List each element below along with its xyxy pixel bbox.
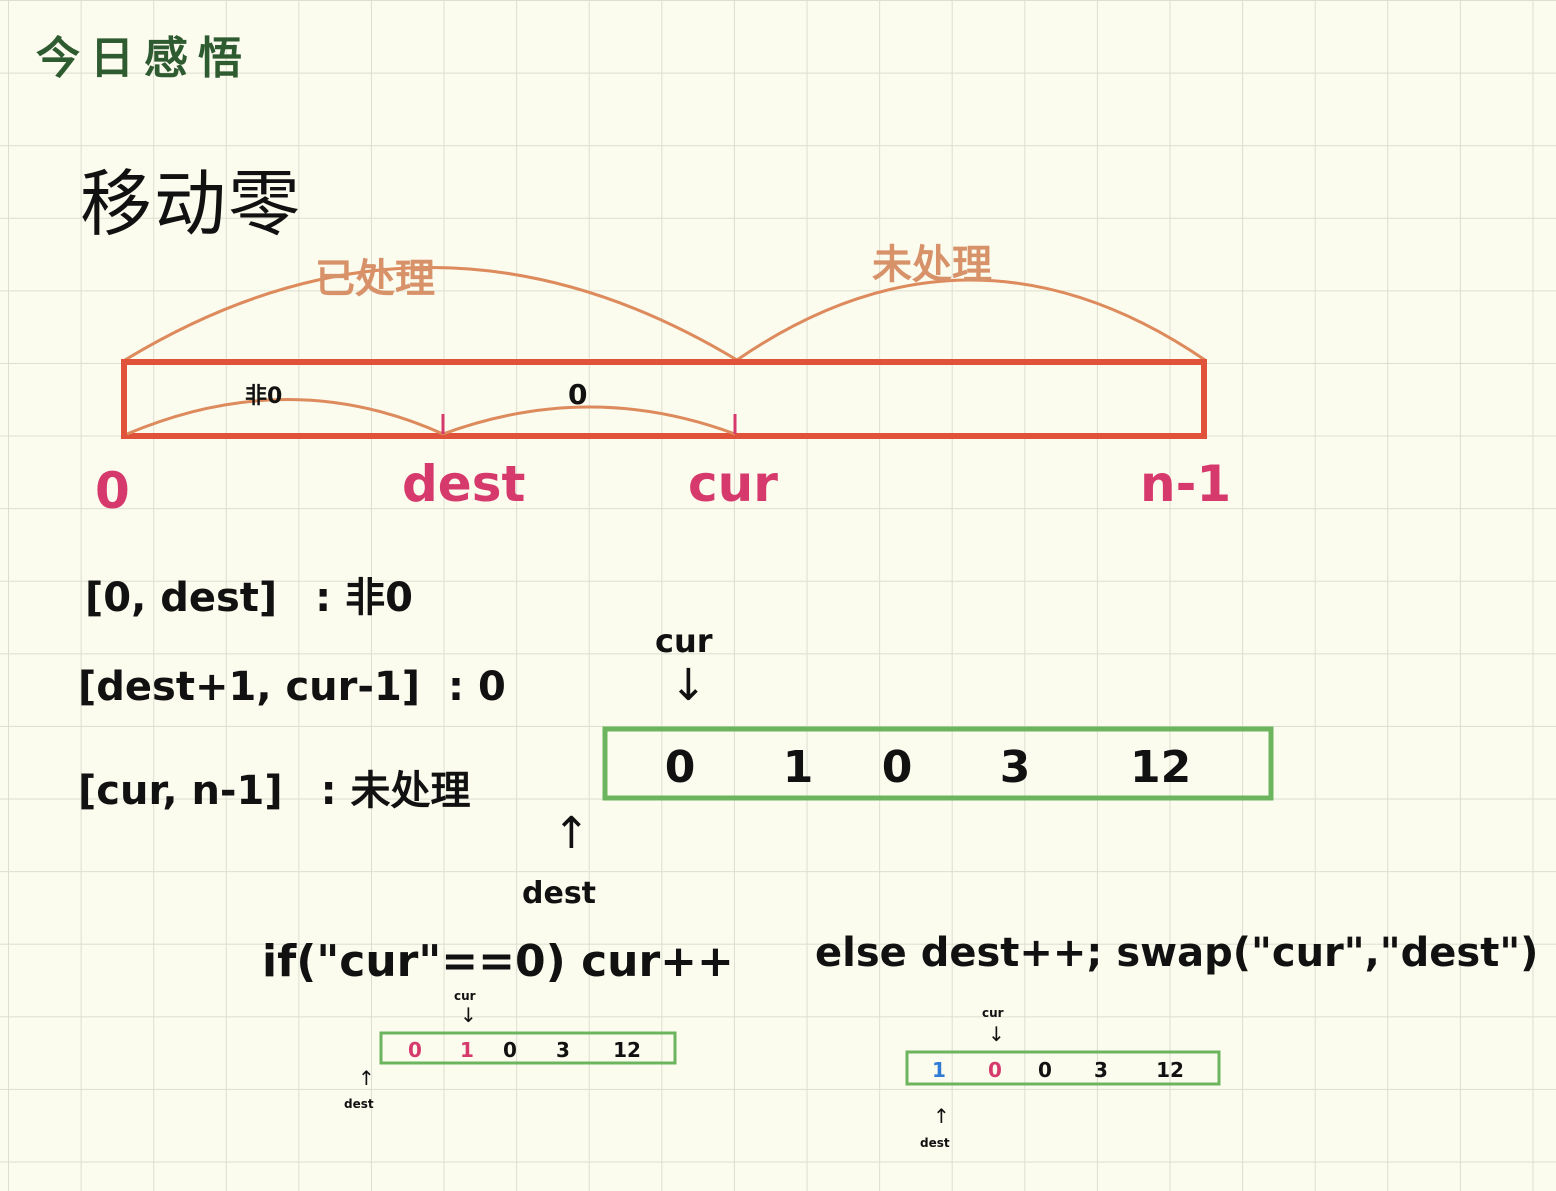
range-expression: [cur, n-1]	[78, 768, 283, 814]
main-dest-pointer-label: dest	[522, 876, 597, 911]
range-item: [0, dest] : 非0	[85, 565, 413, 623]
example-if-dest-label: dest	[344, 1097, 374, 1111]
down-arrow-icon: ↓	[670, 660, 707, 711]
array-cell: 0	[881, 742, 913, 793]
range-expression: [dest+1, cur-1]	[78, 664, 421, 710]
array-cell: 1	[782, 742, 814, 793]
range-expression: [0, dest]	[85, 575, 278, 621]
example-else-dest-label: dest	[920, 1136, 950, 1150]
up-arrow-icon: ↑	[358, 1066, 375, 1090]
down-arrow-icon: ↓	[988, 1022, 1005, 1046]
example-if-cur-label: cur	[454, 989, 476, 1003]
array-cell: 12	[1130, 742, 1192, 793]
processed-label: 已处理	[315, 256, 435, 302]
axis-start-label: 0	[95, 462, 130, 520]
example-else-cell: 0	[988, 1058, 1002, 1082]
axis-cur-label: cur	[688, 455, 778, 513]
example-if-cell: 12	[613, 1038, 641, 1062]
example-if-cell: 3	[556, 1038, 570, 1062]
example-if-cell: 0	[503, 1038, 517, 1062]
example-else-cell: 1	[932, 1058, 946, 1082]
if-branch-code: if("cur"==0) cur++	[262, 936, 734, 987]
array-cell: 3	[999, 742, 1031, 793]
example-else-cur-label: cur	[982, 1006, 1004, 1020]
up-arrow-icon: ↑	[553, 808, 590, 859]
range-item: [dest+1, cur-1] : 0	[78, 664, 506, 710]
axis-dest-label: dest	[402, 455, 526, 513]
processed-arc	[124, 266, 738, 362]
array-cell: 0	[664, 742, 696, 793]
topic-title: 移动零	[80, 162, 303, 246]
range-meaning: : 非0	[315, 575, 413, 621]
page-title: 今日感悟	[36, 33, 252, 84]
example-else-cell: 0	[1038, 1058, 1052, 1082]
else-branch-code: else dest++; swap("cur","dest")	[815, 930, 1539, 976]
up-arrow-icon: ↑	[933, 1104, 950, 1128]
non-zero-label: 非0	[245, 384, 283, 409]
unprocessed-arc	[736, 278, 1206, 362]
example-else-cell: 12	[1156, 1058, 1184, 1082]
example-else-array-box	[905, 1050, 1221, 1086]
main-range-box	[121, 359, 1207, 439]
zero-label: 0	[568, 378, 588, 411]
example-if-cell: 1	[460, 1038, 474, 1062]
axis-end-label: n-1	[1140, 455, 1232, 513]
unprocessed-label: 未处理	[872, 242, 992, 288]
non-zero-arc	[126, 398, 444, 436]
example-if-cell: 0	[408, 1038, 422, 1062]
range-item: [cur, n-1] : 未处理	[78, 758, 471, 816]
main-cur-pointer-label: cur	[655, 622, 713, 660]
range-meaning: : 0	[448, 664, 506, 710]
zero-arc	[442, 405, 736, 436]
example-if-array-box	[379, 1031, 677, 1065]
range-meaning: : 未处理	[320, 768, 471, 814]
down-arrow-icon: ↓	[460, 1003, 477, 1027]
example-else-cell: 3	[1094, 1058, 1108, 1082]
main-array-box	[602, 726, 1274, 801]
